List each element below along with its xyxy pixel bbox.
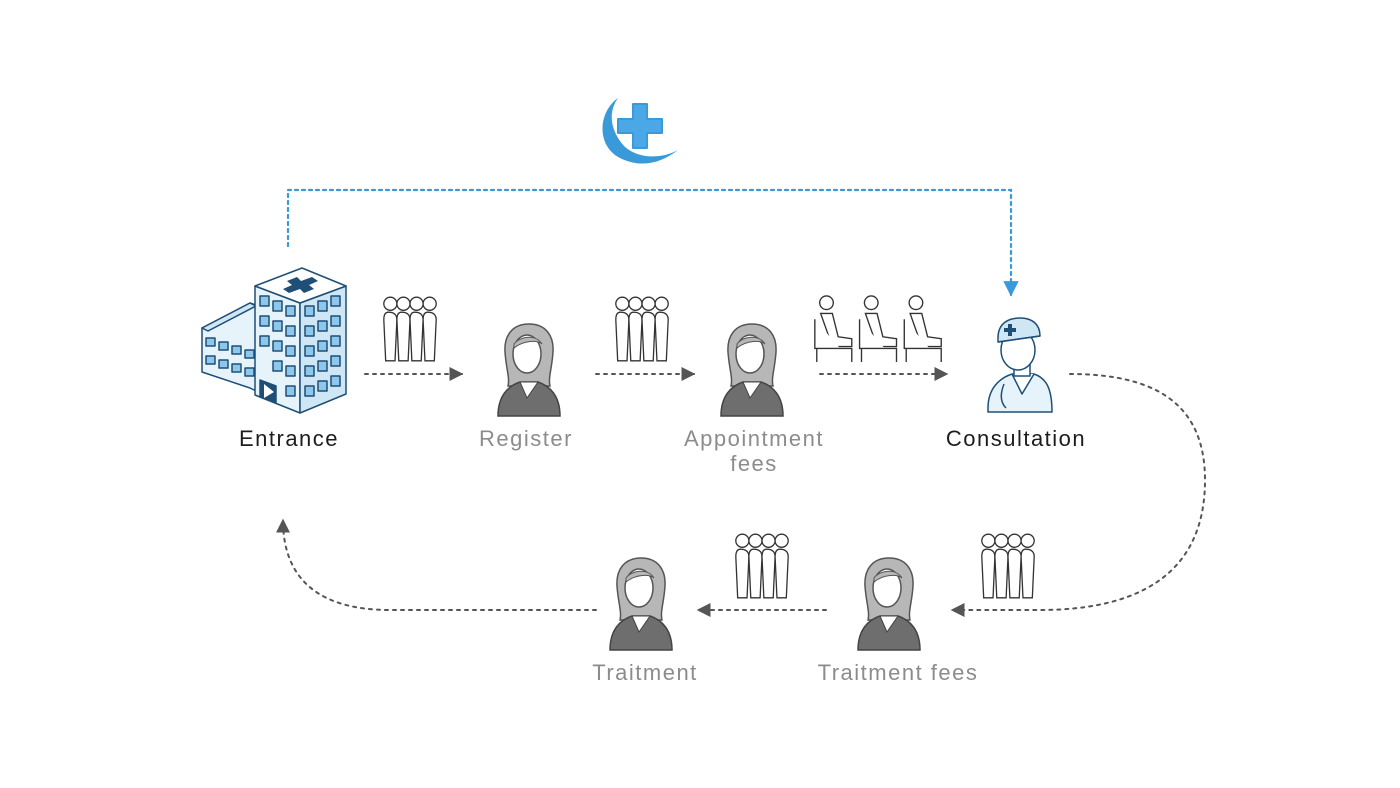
connectors (276, 188, 1207, 617)
cashier-icon (857, 557, 921, 651)
nurse-icon (609, 557, 673, 651)
step-label-consultation: Consultation (945, 426, 1087, 451)
connector-traitment-entrance (276, 518, 597, 611)
step-label-traitment: Traitment (592, 660, 698, 685)
waiting-queue-icon (981, 533, 1035, 599)
step-label-register: Register (479, 426, 573, 451)
waiting-queue-icon (615, 296, 669, 362)
step-label-entrance: Entrance (238, 426, 340, 451)
shortcut-connector (286, 188, 1019, 297)
doctor-icon (987, 317, 1053, 413)
cashier-icon (720, 323, 784, 417)
step-label-traitment-fees: Traitment fees (817, 660, 979, 685)
medical-cross-icon (602, 98, 678, 164)
connector-consultation-traitmentfees (950, 373, 1207, 617)
step-label-appointment-fees: Appointment fees (683, 426, 825, 476)
receptionist-icon (497, 323, 561, 417)
waiting-queue-icon (383, 296, 437, 362)
waiting-queue-icon (735, 533, 789, 599)
hospital-building-icon (201, 267, 347, 414)
waiting-chairs-icon (814, 295, 942, 363)
